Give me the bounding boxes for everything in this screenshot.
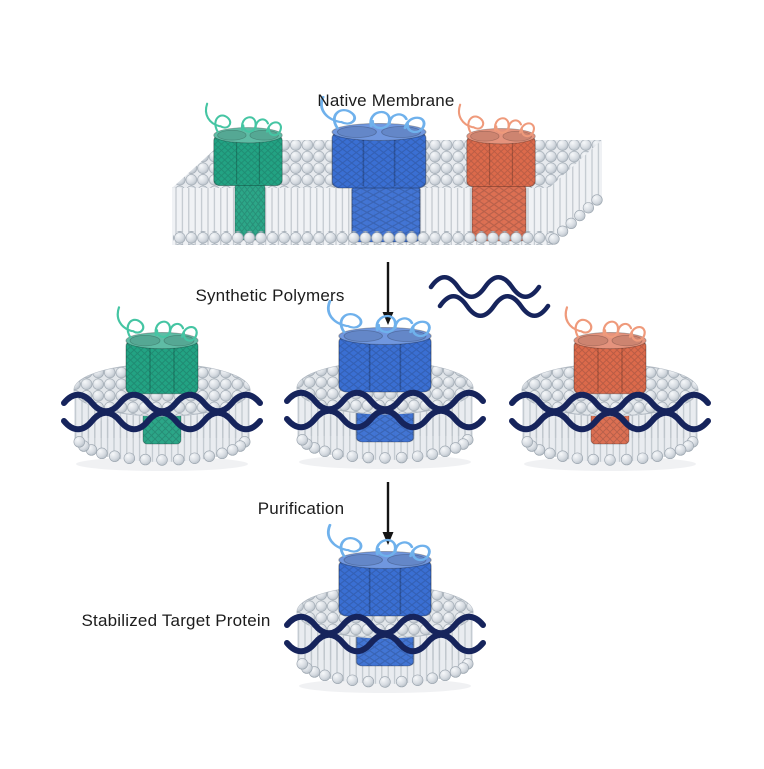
- nanodisc-orange: [512, 306, 708, 472]
- synthetic-polymers-label: Synthetic Polymers: [195, 286, 345, 305]
- down-arrow-2: [381, 480, 395, 547]
- polymer-squiggles-icon: [428, 274, 551, 319]
- membrane-bottom-slant-row: [548, 194, 603, 245]
- native-protein-orange: [457, 103, 536, 188]
- nanodisc-blue: [287, 299, 483, 470]
- native-protein-green: [204, 102, 283, 187]
- stabilized-target-protein-label: Stabilized Target Protein: [81, 611, 271, 630]
- native-membrane-label: Native Membrane: [317, 91, 455, 110]
- membrane-bottom-lipid-row: [173, 231, 553, 245]
- native-membrane-illustration: [172, 95, 603, 245]
- nanodisc-green: [64, 306, 260, 472]
- stabilized-nanodisc: [287, 523, 483, 694]
- purification-label: Purification: [257, 499, 345, 518]
